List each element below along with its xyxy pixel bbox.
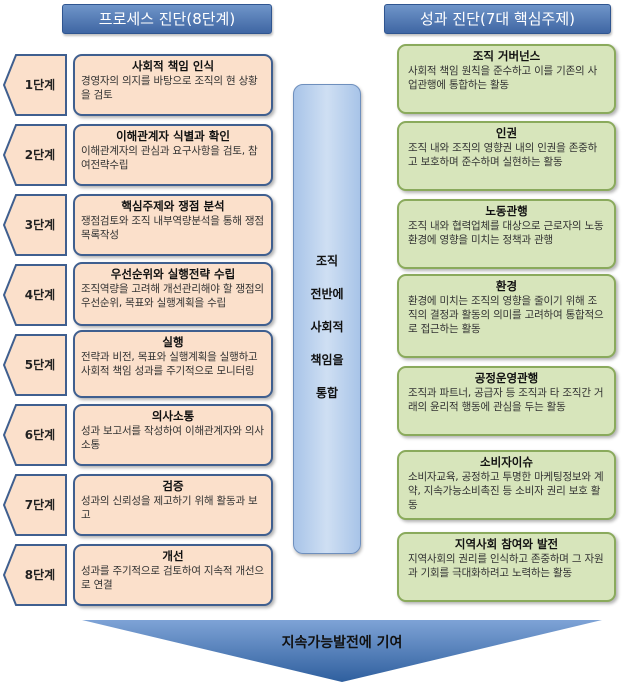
sustainability-arrow	[82, 620, 602, 682]
topic-title: 노동관행	[485, 204, 528, 218]
topic-desc: 조직 내와 조직의 영향권 내의 인권을 존중하고 보호하며 준수하며 실현하는…	[408, 142, 598, 168]
step-label: 4단계	[24, 288, 56, 302]
step-arrow: 2단계	[2, 124, 68, 186]
step-title: 실행	[162, 335, 184, 349]
step-title: 이해관계자 식별과 확인	[116, 129, 230, 143]
topic-title: 지역사회 참여와 발전	[454, 537, 559, 551]
step-desc: 성과의 신뢰성을 제고하기 위해 활동과 보고	[81, 495, 258, 521]
step-desc: 전략과 비전, 목표와 실행계획을 실행하고 사회적 책임 성과를 주기적으로 …	[81, 351, 258, 377]
step-desc: 경영자의 의지를 바탕으로 조직의 현 상황을 검토	[81, 75, 258, 101]
step-box: 우선순위와 실행전략 수립 조직역량을 고려해 개선관리해야 할 쟁점의 우선순…	[73, 262, 273, 326]
step-desc: 이해관계자의 관심과 요구사항을 검토, 참여전략수립	[81, 145, 258, 171]
topic-desc: 환경에 미치는 조직의 영향을 줄이기 위해 조직의 결정과 활동의 의미를 고…	[408, 295, 604, 335]
step-arrow: 6단계	[2, 404, 68, 466]
step-arrow: 5단계	[2, 334, 68, 396]
step-desc: 쟁점검토와 조직 내부역량분석을 통해 쟁점목록작성	[81, 215, 264, 241]
topic-title: 소비자이슈	[480, 455, 533, 469]
topic-box: 소비자이슈 소비자교육, 공정하고 투명한 마케팅정보와 계약, 지속가능소비촉…	[397, 450, 616, 520]
step-desc: 성과를 주기적으로 검토하여 지속적 개선으로 연결	[81, 565, 264, 591]
sustainability-label: 지속가능발전에 기여	[281, 635, 403, 651]
step-label: 7단계	[24, 498, 56, 512]
step-arrow: 4단계	[2, 264, 68, 326]
step-title: 검증	[162, 479, 184, 493]
step-title: 개선	[162, 549, 184, 563]
step-label: 5단계	[24, 358, 56, 372]
topic-box: 노동관행 조직 내와 협력업체를 대상으로 근로자의 노동환경에 영향을 미치는…	[397, 199, 616, 269]
step-desc: 성과 보고서를 작성하여 이해관계자와 의사소통	[81, 425, 264, 451]
topic-box: 공정운영관행 조직과 파트너, 공급자 등 조직과 타 조직간 거래의 윤리적 …	[397, 366, 616, 436]
step-label: 1단계	[24, 78, 56, 92]
step-desc: 조직역량을 고려해 개선관리해야 할 쟁점의 우선순위, 목표와 실행계획을 수…	[81, 283, 264, 309]
step-arrow: 7단계	[2, 474, 68, 536]
step-arrow: 3단계	[2, 194, 68, 256]
step-label: 6단계	[24, 428, 56, 442]
step-title: 사회적 책임 인식	[131, 59, 215, 73]
step-title: 핵심주제와 쟁점 분석	[121, 199, 225, 213]
step-label: 2단계	[24, 148, 56, 162]
topic-title: 인권	[495, 126, 518, 140]
topic-box: 조직 거버넌스 사회적 책임 원칙을 준수하고 이를 기존의 사업관행에 통합하…	[397, 44, 616, 114]
topic-desc: 조직과 파트너, 공급자 등 조직과 타 조직간 거래의 윤리적 행동에 관심을…	[408, 387, 604, 413]
performance-header: 성과 진단(7대 핵심주제)	[384, 4, 611, 34]
topic-desc: 조직 내와 협력업체를 대상으로 근로자의 노동환경에 영향을 미치는 정책과 …	[408, 220, 604, 246]
integration-bar: 조직 전반에 사회적 책임을 통합	[293, 84, 361, 554]
step-box: 핵심주제와 쟁점 분석 쟁점검토와 조직 내부역량분석을 통해 쟁점목록작성	[73, 194, 273, 256]
integration-text: 책임을	[310, 353, 344, 367]
step-arrow: 1단계	[2, 54, 68, 116]
integration-text: 조직	[315, 254, 339, 268]
integration-text: 통합	[315, 386, 339, 400]
integration-text: 전반에	[310, 287, 344, 301]
integration-text: 사회적	[310, 320, 344, 334]
topic-title: 환경	[495, 279, 518, 293]
step-label: 3단계	[24, 218, 56, 232]
step-title: 우선순위와 실행전략 수립	[110, 267, 236, 281]
step-label: 8단계	[24, 568, 56, 582]
topic-desc: 지역사회의 권리를 인식하고 존중하며 그 자원과 기회를 극대화하려고 노력하…	[408, 553, 604, 579]
process-header: 프로세스 진단(8단계)	[62, 4, 272, 34]
step-box: 사회적 책임 인식 경영자의 의지를 바탕으로 조직의 현 상황을 검토	[73, 54, 273, 116]
topic-desc: 사회적 책임 원칙을 준수하고 이를 기존의 사업관행에 통합하는 활동	[408, 65, 598, 91]
topic-title: 조직 거버넌스	[472, 49, 541, 63]
step-box: 개선 성과를 주기적으로 검토하여 지속적 개선으로 연결	[73, 544, 273, 606]
topic-box: 환경 환경에 미치는 조직의 영향을 줄이기 위해 조직의 결정과 활동의 의미…	[397, 274, 616, 358]
topic-box: 인권 조직 내와 조직의 영향권 내의 인권을 존중하고 보호하며 준수하며 실…	[397, 121, 616, 191]
topic-desc: 소비자교육, 공정하고 투명한 마케팅정보와 계약, 지속가능소비촉진 등 소비…	[408, 471, 604, 511]
step-title: 의사소통	[151, 409, 195, 423]
step-box: 의사소통 성과 보고서를 작성하여 이해관계자와 의사소통	[73, 404, 273, 466]
topic-title: 공정운영관행	[474, 371, 539, 385]
step-box: 이해관계자 식별과 확인 이해관계자의 관심과 요구사항을 검토, 참여전략수립	[73, 124, 273, 186]
topic-box: 지역사회 참여와 발전 지역사회의 권리를 인식하고 존중하며 그 자원과 기회…	[397, 532, 616, 602]
step-box: 실행 전략과 비전, 목표와 실행계획을 실행하고 사회적 책임 성과를 주기적…	[73, 330, 273, 398]
step-arrow: 8단계	[2, 544, 68, 606]
step-box: 검증 성과의 신뢰성을 제고하기 위해 활동과 보고	[73, 474, 273, 536]
